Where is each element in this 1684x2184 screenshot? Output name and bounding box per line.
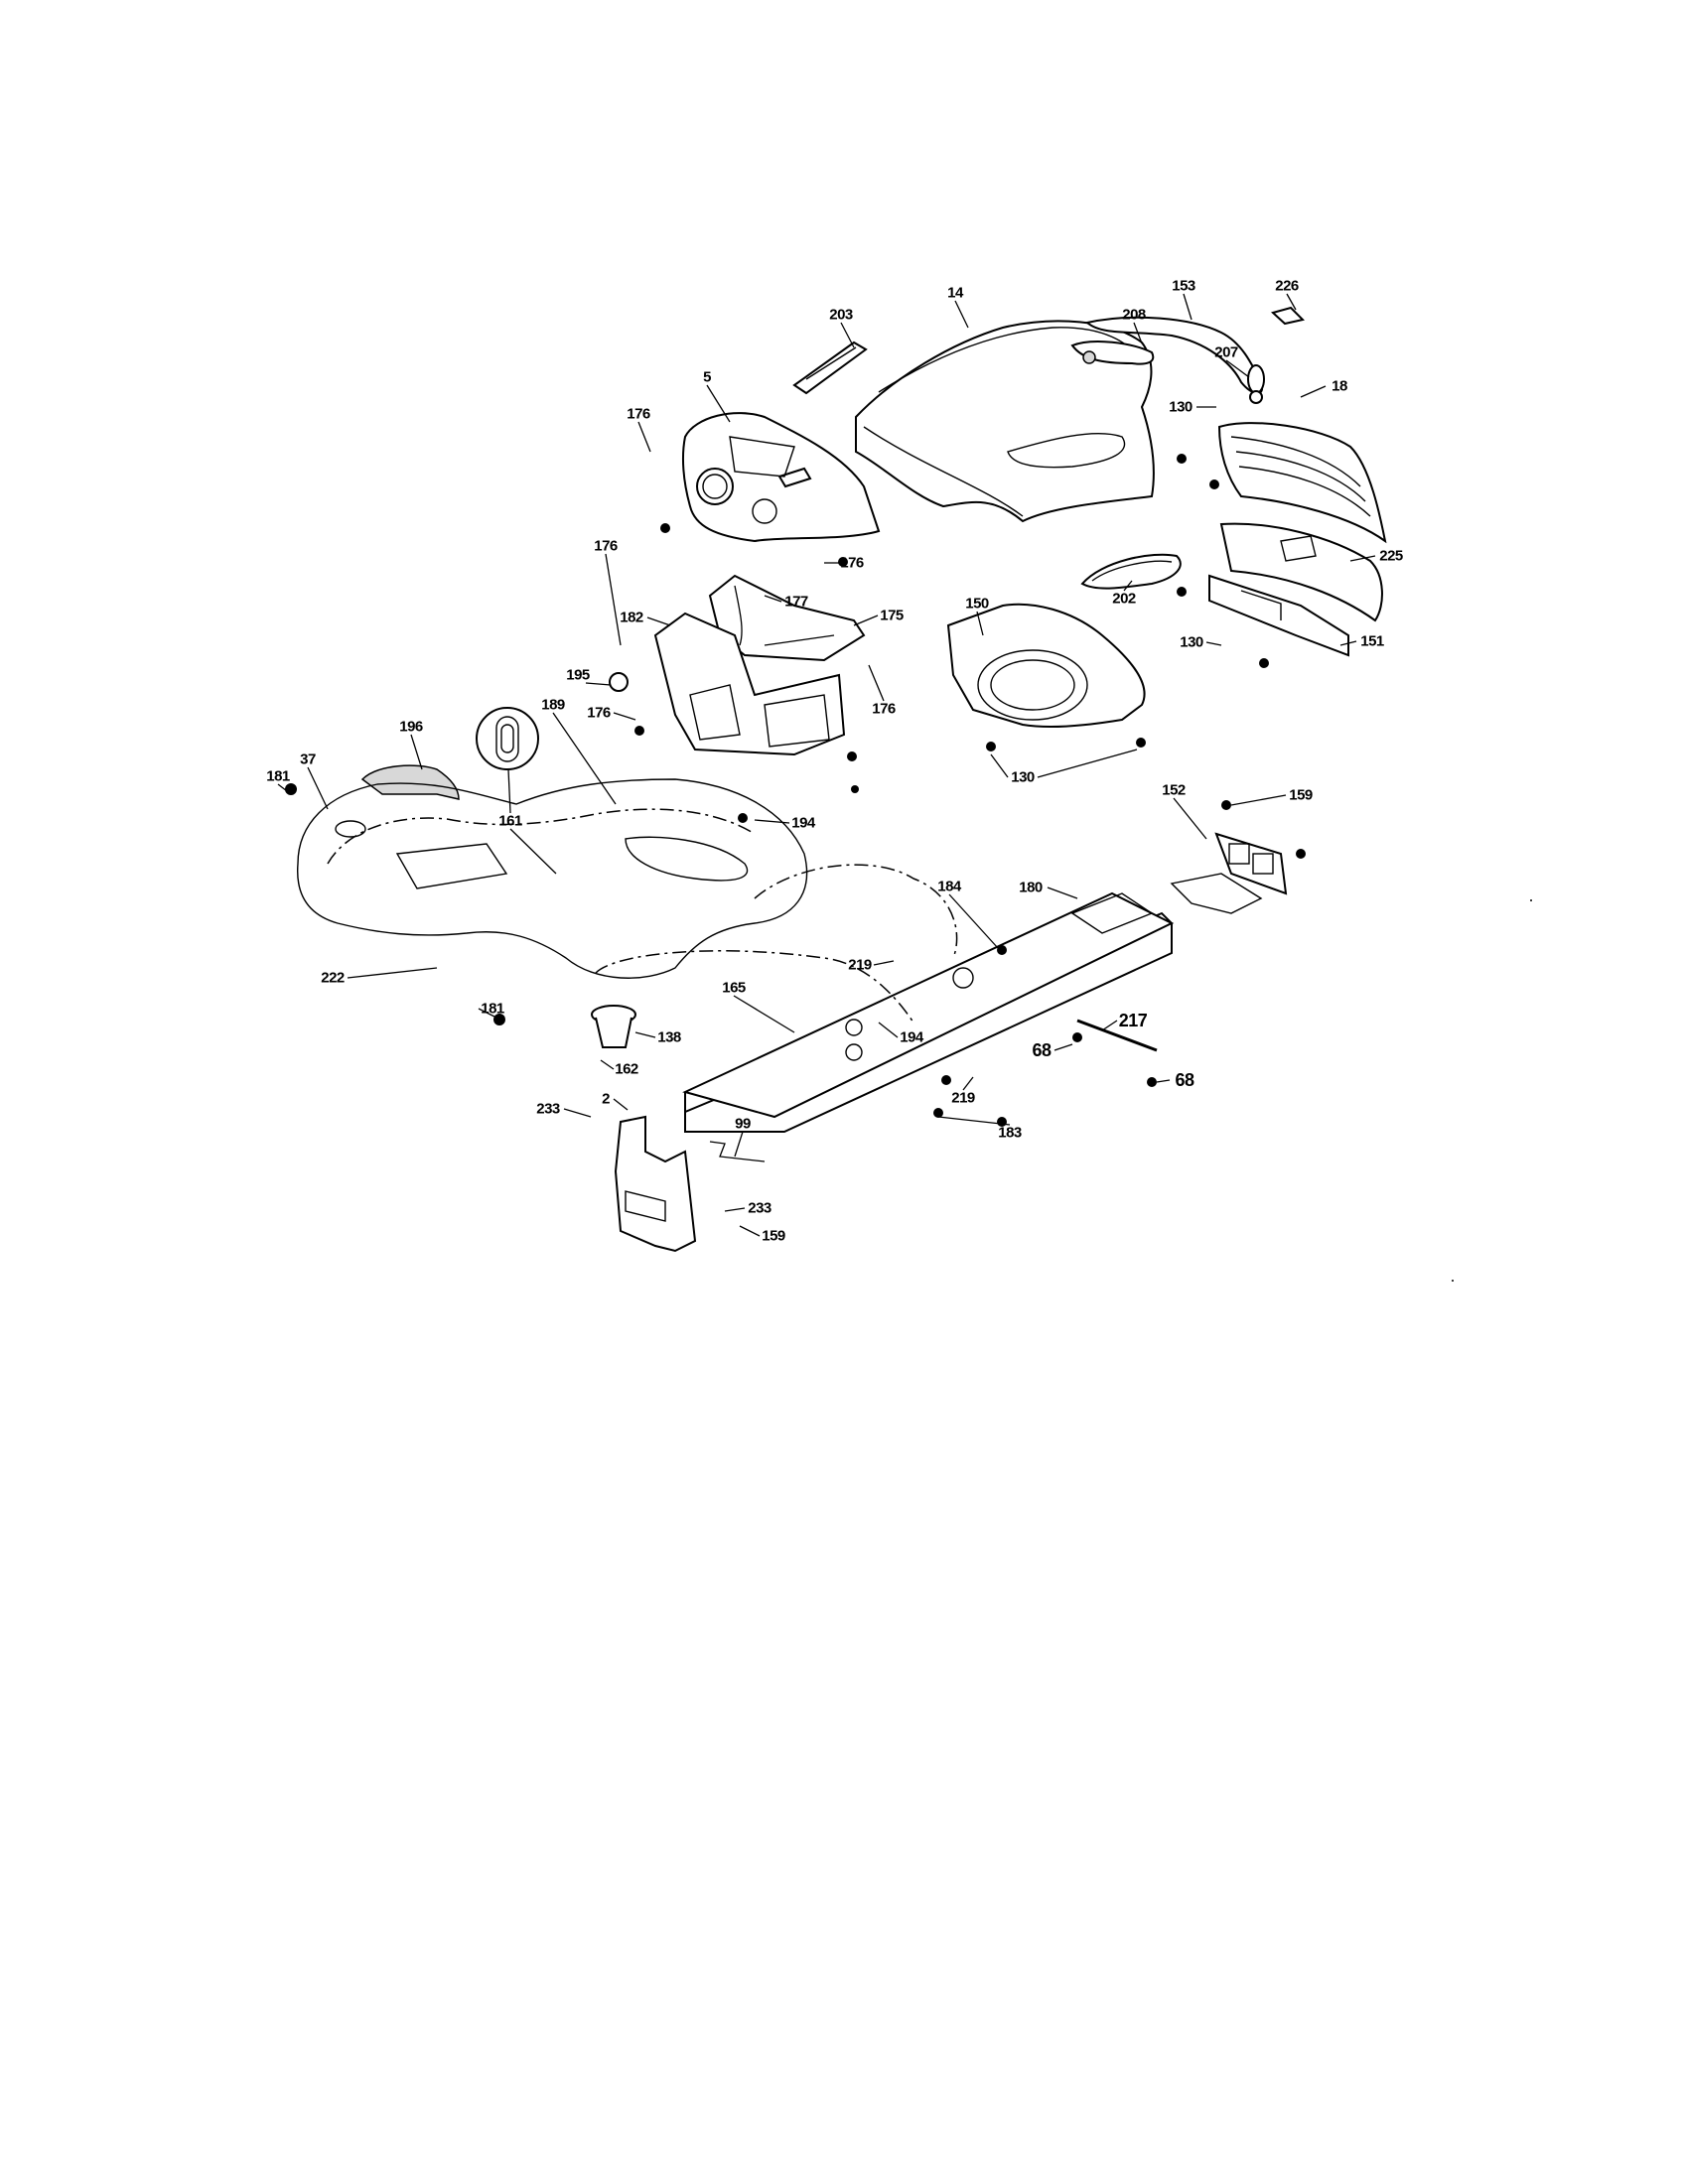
wire-harness (754, 864, 958, 959)
callout-196: 196 (399, 718, 423, 736)
callout-159: 159 (762, 1227, 785, 1245)
scan-speck-2 (1452, 1280, 1454, 1282)
callout-176: 176 (872, 700, 896, 718)
callout-233: 233 (748, 1199, 772, 1217)
callout-194: 194 (900, 1028, 923, 1046)
callout-5: 5 (703, 368, 711, 386)
callout-130: 130 (1169, 398, 1193, 416)
fan-shroud-part-150 (946, 603, 1146, 729)
callout-68: 68 (1032, 1040, 1052, 1060)
callout-203: 203 (829, 306, 853, 324)
callout-176: 176 (627, 405, 650, 423)
front-bracket-part-2 (614, 1115, 697, 1253)
callout-207: 207 (1214, 343, 1238, 361)
callout-162: 162 (615, 1060, 638, 1078)
callout-99: 99 (735, 1115, 751, 1133)
headlight-lens-part-208 (1070, 341, 1155, 365)
dash-lower-part-182 (653, 612, 846, 756)
callout-152: 152 (1162, 781, 1186, 799)
callout-14: 14 (947, 284, 963, 302)
callout-176: 176 (587, 704, 611, 722)
rod-part-99 (709, 1141, 766, 1162)
callout-219: 219 (951, 1089, 975, 1107)
plug-part-195 (609, 672, 629, 692)
callout-208: 208 (1122, 306, 1146, 324)
frame-part-180 (682, 891, 1175, 1133)
bracket-part-151 (1208, 574, 1349, 657)
callout-181: 181 (481, 1000, 504, 1018)
bulb-part-207 (1247, 364, 1265, 404)
callout-18: 18 (1332, 377, 1347, 395)
callout-177: 177 (784, 593, 808, 611)
callout-184: 184 (937, 878, 961, 895)
callout-222: 222 (321, 969, 345, 987)
callout-151: 151 (1360, 632, 1384, 650)
callout-202: 202 (1112, 590, 1136, 608)
callout-194: 194 (791, 814, 815, 832)
callout-219: 219 (848, 956, 872, 974)
callout-130: 130 (1011, 768, 1035, 786)
scan-speck (1530, 899, 1532, 901)
leader-lines (277, 293, 1376, 1237)
callout-165: 165 (722, 979, 746, 997)
trim-insert-part-226 (1270, 306, 1305, 326)
grille-part-18 (1217, 422, 1387, 544)
rear-bracket-part-152 (1170, 832, 1288, 914)
callout-68: 68 (1175, 1070, 1194, 1090)
wire-harness-2 (595, 950, 914, 1024)
callout-176: 176 (840, 554, 864, 572)
callout-175: 175 (880, 607, 904, 624)
callout-130: 130 (1180, 633, 1203, 651)
boot-part-161 (476, 707, 539, 770)
callout-225: 225 (1379, 547, 1403, 565)
callout-195: 195 (566, 666, 590, 684)
console-part-196 (360, 764, 460, 800)
callout-217: 217 (1118, 1011, 1148, 1030)
bumper-part-225 (1219, 522, 1383, 622)
callout-226: 226 (1275, 277, 1299, 295)
callout-233: 233 (536, 1100, 560, 1118)
fender-part-37 (296, 778, 808, 979)
cup-holder-part-138 (591, 1005, 636, 1048)
callout-176: 176 (594, 537, 618, 555)
callout-153: 153 (1172, 277, 1195, 295)
hood-trim-part-203 (792, 341, 868, 395)
rod-part-217 (1076, 1019, 1158, 1052)
callout-189: 189 (541, 696, 565, 714)
callout-150: 150 (965, 595, 989, 613)
callout-182: 182 (620, 609, 643, 626)
callout-159: 159 (1289, 786, 1313, 804)
callout-180: 180 (1019, 879, 1043, 896)
callout-37: 37 (300, 751, 316, 768)
callout-138: 138 (657, 1028, 681, 1046)
side-trim-part-202 (1080, 553, 1182, 590)
dash-upper-part-5 (681, 412, 881, 543)
callout-181: 181 (266, 767, 290, 785)
callout-2: 2 (602, 1090, 610, 1108)
fasteners (285, 454, 1306, 1127)
callout-161: 161 (498, 812, 522, 830)
callout-183: 183 (998, 1124, 1022, 1142)
